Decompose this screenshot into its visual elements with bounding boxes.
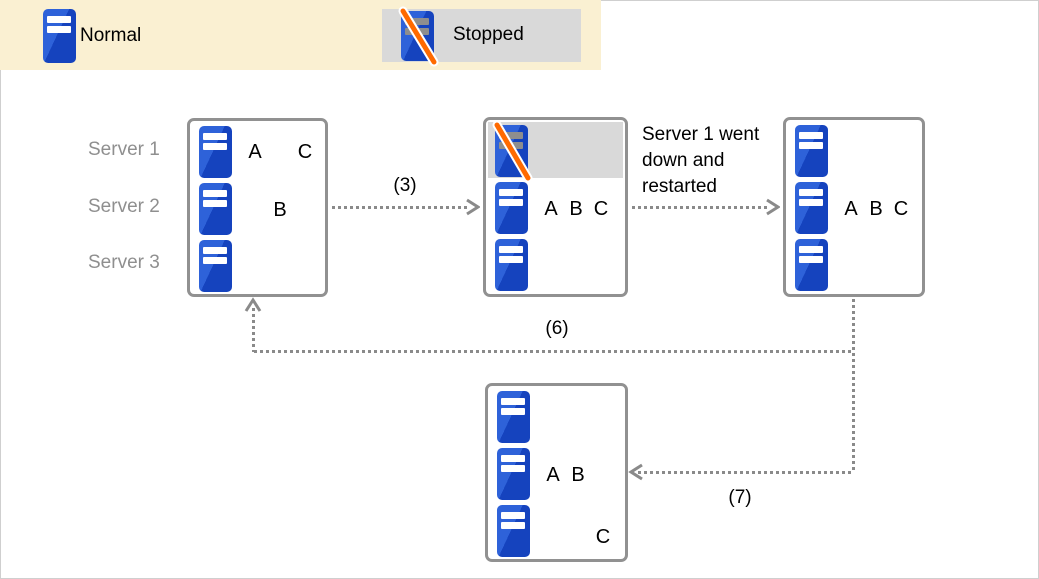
server-bar-icon (799, 142, 823, 149)
annotation-text: Server 1 went down and restarted (642, 122, 792, 200)
server2-label: Server 2 (88, 196, 160, 217)
server3-label: Server 3 (88, 252, 160, 273)
cluster-box-server1-restarted: A B C (783, 117, 925, 297)
annotation-line: restarted (642, 176, 717, 197)
legend: Normal Stopped (0, 0, 601, 70)
server-bar-icon (47, 26, 71, 33)
server-bar-icon (203, 257, 227, 264)
arrow-left-icon (628, 463, 643, 481)
step6-label: (6) (545, 318, 569, 339)
partition-label: B (571, 464, 585, 486)
cluster-box-rebalanced: A B C (485, 383, 628, 562)
stopped-slash-icon (492, 120, 533, 183)
server-bar-icon (499, 189, 523, 196)
annotation-line: Server 1 went (642, 124, 760, 145)
server-bar-icon (799, 132, 823, 139)
arrow3-line (332, 206, 468, 209)
partition-label: A (248, 141, 262, 163)
partition-label: B (869, 198, 883, 220)
server-bar-icon (501, 465, 525, 472)
server-icon (795, 182, 828, 234)
server-icon (795, 125, 828, 177)
server-bar-icon (799, 246, 823, 253)
server-bar-icon (499, 246, 523, 253)
arrow-right-icon (466, 198, 480, 216)
arrow7-line (638, 471, 854, 474)
step7-label: (7) (728, 487, 752, 508)
partition-label: A (844, 198, 858, 220)
server-icon (199, 240, 232, 292)
server-icon (497, 391, 530, 443)
arrow-right-icon (766, 198, 780, 216)
server-icon (497, 505, 530, 557)
step3-label: (3) (393, 175, 417, 196)
server-bar-icon (499, 132, 523, 139)
server-icon (199, 126, 232, 178)
server1-label: Server 1 (88, 139, 160, 160)
arrow-up-icon (244, 297, 262, 312)
server-stopped-icon (398, 6, 439, 67)
server-stopped-icon (492, 120, 533, 183)
server-icon (495, 239, 528, 291)
server-bar-icon (799, 189, 823, 196)
server-bar-icon (203, 200, 227, 207)
partition-label: C (593, 198, 609, 220)
server-icon (795, 239, 828, 291)
server-bar-icon (47, 16, 71, 23)
server-icon (497, 448, 530, 500)
server-bar-icon (501, 398, 525, 405)
cluster-box-server1-stopped: A B C (483, 117, 628, 297)
server-bar-icon (203, 133, 227, 140)
server-bar-icon (501, 512, 525, 519)
arrow-restart-line (632, 206, 768, 209)
stopped-slash-icon (398, 6, 439, 67)
server-bar-icon (405, 18, 429, 25)
cluster-box-initial: A C B (187, 118, 328, 297)
server-bar-icon (799, 199, 823, 206)
server-bar-icon (203, 247, 227, 254)
arrow6-vertical-line (852, 299, 855, 473)
arrow6-horizontal-line (254, 350, 854, 353)
annotation-line: down and (642, 150, 725, 171)
server-bar-icon (203, 190, 227, 197)
partition-label: C (595, 526, 611, 548)
partition-label: A (546, 464, 560, 486)
server-bar-icon (499, 199, 523, 206)
legend-stopped-label: Stopped (453, 24, 524, 45)
arrow6-up-line (252, 308, 255, 352)
server-bar-icon (203, 143, 227, 150)
legend-normal-label: Normal (80, 25, 142, 46)
server-icon (199, 183, 232, 235)
partition-label: C (297, 141, 313, 163)
server-normal-icon (43, 9, 76, 63)
partition-label: A (544, 198, 558, 220)
server-bar-icon (501, 408, 525, 415)
legend-stopped-chip: Stopped (382, 6, 581, 67)
server-bar-icon (499, 256, 523, 263)
partition-label: B (273, 199, 287, 221)
partition-label: B (569, 198, 583, 220)
server-bar-icon (501, 455, 525, 462)
server-bar-icon (799, 256, 823, 263)
server-bar-icon (501, 522, 525, 529)
server-icon (495, 182, 528, 234)
partition-label: C (893, 198, 909, 220)
